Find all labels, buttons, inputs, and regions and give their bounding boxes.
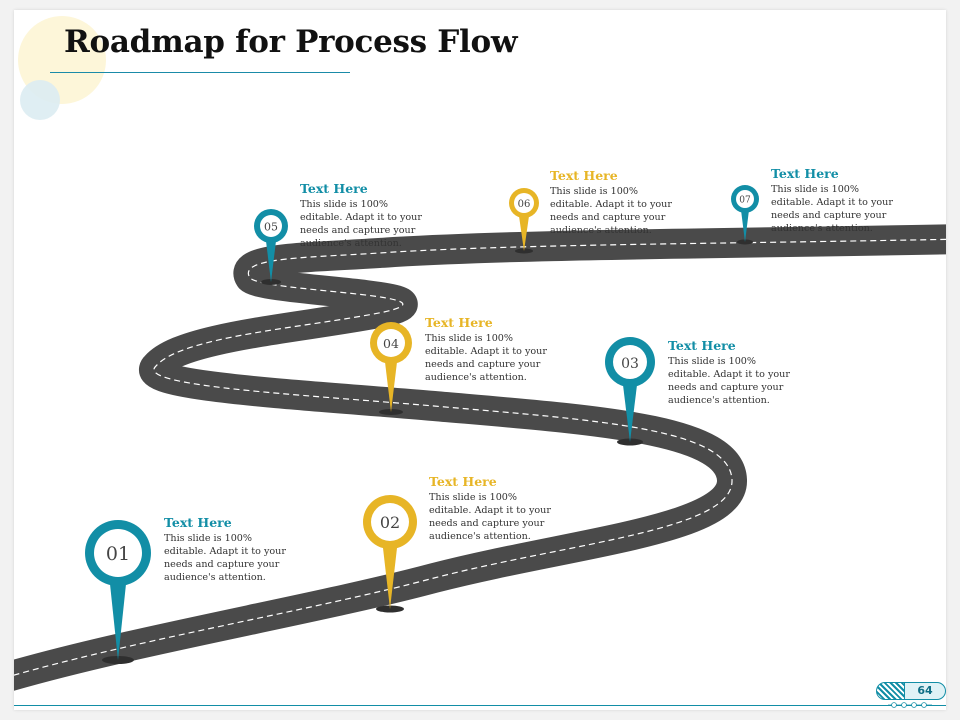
milestone-heading-06: Text Here — [550, 168, 618, 183]
milestone-pin-01: 01 — [85, 520, 151, 664]
roadmap-road: 01 02 03 04 05 — [14, 185, 946, 691]
page-number-badge: 64 — [876, 682, 946, 700]
pin-number-02: 02 — [380, 513, 400, 532]
milestone-text-06: This slide is 100% editable. Adapt it to… — [550, 186, 672, 236]
milestone-heading-03: Text Here — [668, 338, 736, 353]
milestone-callout-02: Text Here This slide is 100% editable. A… — [429, 474, 554, 543]
milestone-pin-05: 05 — [254, 209, 288, 285]
pin-number-06: 06 — [518, 199, 531, 210]
milestone-heading-05: Text Here — [300, 181, 368, 196]
pin-number-04: 04 — [383, 336, 399, 351]
milestone-callout-05: Text Here This slide is 100% editable. A… — [300, 181, 425, 250]
footer-dots — [888, 702, 932, 708]
footer-line — [14, 705, 946, 706]
milestone-callout-04: Text Here This slide is 100% editable. A… — [425, 315, 550, 384]
milestone-callout-01: Text Here This slide is 100% editable. A… — [164, 515, 289, 584]
decor-circle-blue — [20, 80, 60, 120]
milestone-heading-01: Text Here — [164, 515, 232, 530]
milestone-text-05: This slide is 100% editable. Adapt it to… — [300, 199, 422, 249]
milestone-text-01: This slide is 100% editable. Adapt it to… — [164, 533, 286, 583]
page-title: Roadmap for Process Flow — [64, 24, 518, 60]
slide: Roadmap for Process Flow 01 02 03 — [14, 10, 946, 710]
milestone-callout-03: Text Here This slide is 100% editable. A… — [668, 338, 793, 407]
road-center-dashes — [14, 238, 946, 676]
milestone-text-03: This slide is 100% editable. Adapt it to… — [668, 356, 790, 406]
milestone-pin-04: 04 — [370, 322, 412, 415]
page-number: 64 — [904, 682, 946, 700]
milestone-heading-02: Text Here — [429, 474, 497, 489]
pin-number-03: 03 — [621, 356, 639, 372]
milestone-pin-02: 02 — [363, 495, 417, 613]
pin-number-07: 07 — [739, 196, 751, 206]
milestone-pin-06: 06 — [509, 188, 539, 254]
pin-number-01: 01 — [106, 543, 130, 565]
milestone-text-07: This slide is 100% editable. Adapt it to… — [771, 184, 893, 234]
milestone-pin-03: 03 — [605, 337, 655, 446]
milestone-heading-07: Text Here — [771, 166, 839, 181]
milestone-text-02: This slide is 100% editable. Adapt it to… — [429, 492, 551, 542]
milestone-callout-06: Text Here This slide is 100% editable. A… — [550, 168, 675, 237]
pin-number-05: 05 — [264, 221, 278, 234]
milestone-pin-07: 07 — [731, 185, 759, 245]
milestone-text-04: This slide is 100% editable. Adapt it to… — [425, 333, 547, 383]
milestone-heading-04: Text Here — [425, 315, 493, 330]
road-surface — [14, 224, 946, 691]
page-badge-hatch — [876, 682, 906, 700]
milestone-callout-07: Text Here This slide is 100% editable. A… — [771, 166, 896, 235]
title-underline — [50, 72, 350, 73]
